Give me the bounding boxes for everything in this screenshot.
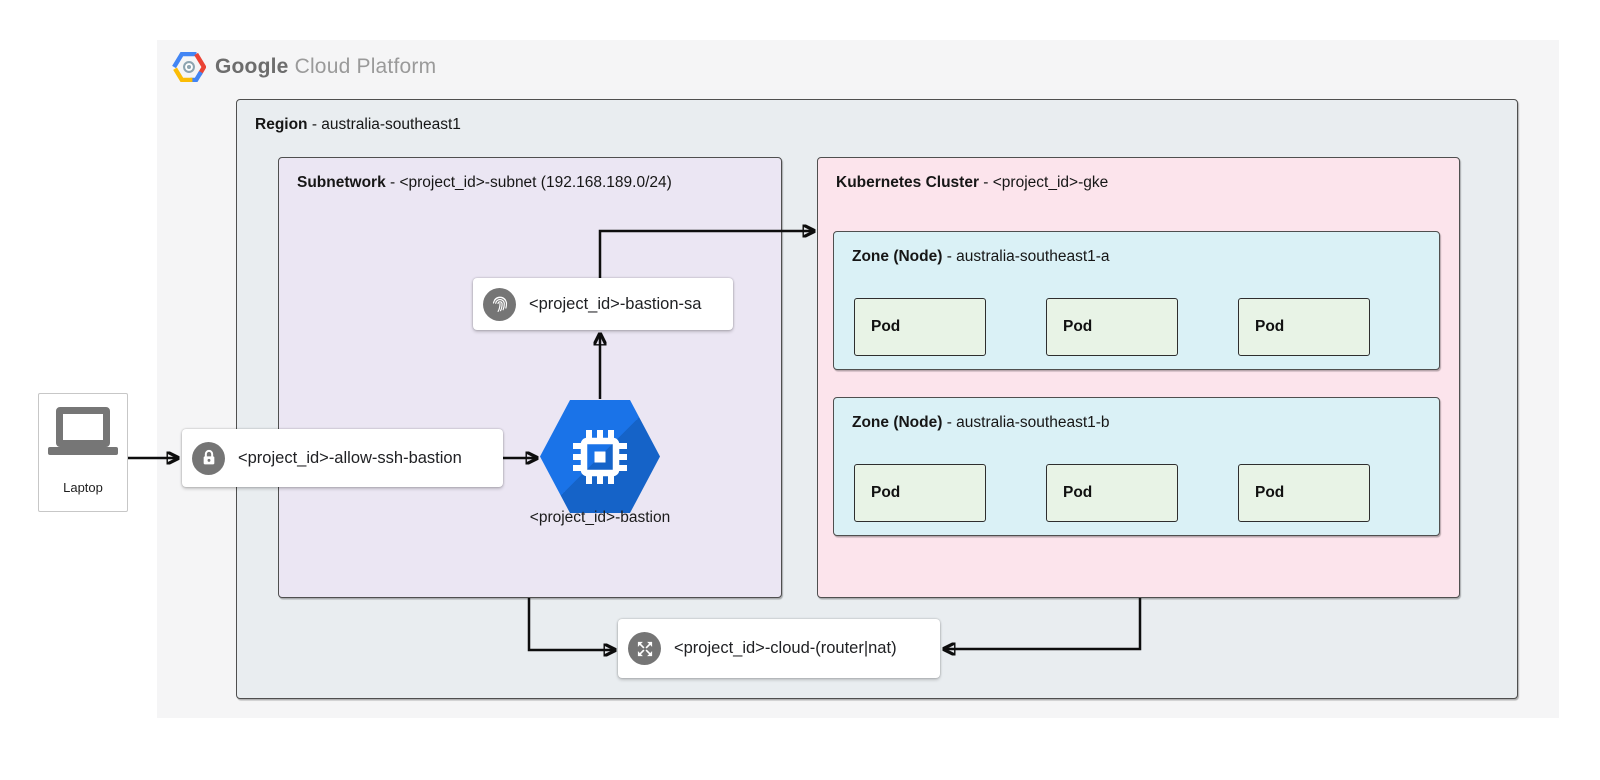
pod: Pod <box>1238 298 1370 356</box>
subnetwork-title: Subnetwork - <project_id>-subnet (192.16… <box>297 174 672 191</box>
cloud-router-nat-label: <project_id>-cloud-(router|nat) <box>618 619 940 678</box>
cpu-chip-icon <box>573 429 627 484</box>
kubernetes-cluster-title: Kubernetes Cluster - <project_id>-gke <box>836 174 1109 191</box>
pod: Pod <box>854 298 986 356</box>
gcp-logo: Google Cloud Platform <box>172 52 436 82</box>
service-account-label: <project_id>-bastion-sa <box>473 278 733 330</box>
subnetwork-box: Subnetwork - <project_id>-subnet (192.16… <box>278 157 782 598</box>
service-account-text: <project_id>-bastion-sa <box>529 294 702 313</box>
pod: Pod <box>1238 464 1370 522</box>
cloud-router-nat-text: <project_id>-cloud-(router|nat) <box>674 639 897 657</box>
gcp-hexagon-logo-icon <box>172 52 206 82</box>
pod: Pod <box>1046 464 1178 522</box>
laptop-label: Laptop <box>63 480 103 495</box>
gcp-logo-text: Google Cloud Platform <box>215 55 437 78</box>
lock-icon <box>192 441 225 475</box>
zone-b-title: Zone (Node) - australia-southeast1-b <box>852 414 1110 431</box>
fingerprint-icon <box>483 287 516 321</box>
pod: Pod <box>1046 298 1178 356</box>
zone-node-b-box: Zone (Node) - australia-southeast1-b Pod… <box>833 397 1440 536</box>
router-nat-arrows-icon <box>628 632 661 665</box>
compute-engine-bastion-icon <box>540 400 660 513</box>
region-title: Region - australia-southeast1 <box>255 116 461 133</box>
zone-b-pod-row: Pod Pod Pod <box>854 464 1370 522</box>
firewall-rule-label: <project_id>-allow-ssh-bastion <box>182 429 503 487</box>
laptop-node: Laptop <box>38 393 128 512</box>
bastion-label: <project_id>-bastion <box>529 509 671 526</box>
pod: Pod <box>854 464 986 522</box>
firewall-rule-text: <project_id>-allow-ssh-bastion <box>238 448 462 467</box>
laptop-icon <box>48 407 118 455</box>
zone-a-pod-row: Pod Pod Pod <box>854 298 1370 356</box>
zone-node-a-box: Zone (Node) - australia-southeast1-a Pod… <box>833 231 1440 370</box>
zone-a-title: Zone (Node) - australia-southeast1-a <box>852 248 1110 265</box>
